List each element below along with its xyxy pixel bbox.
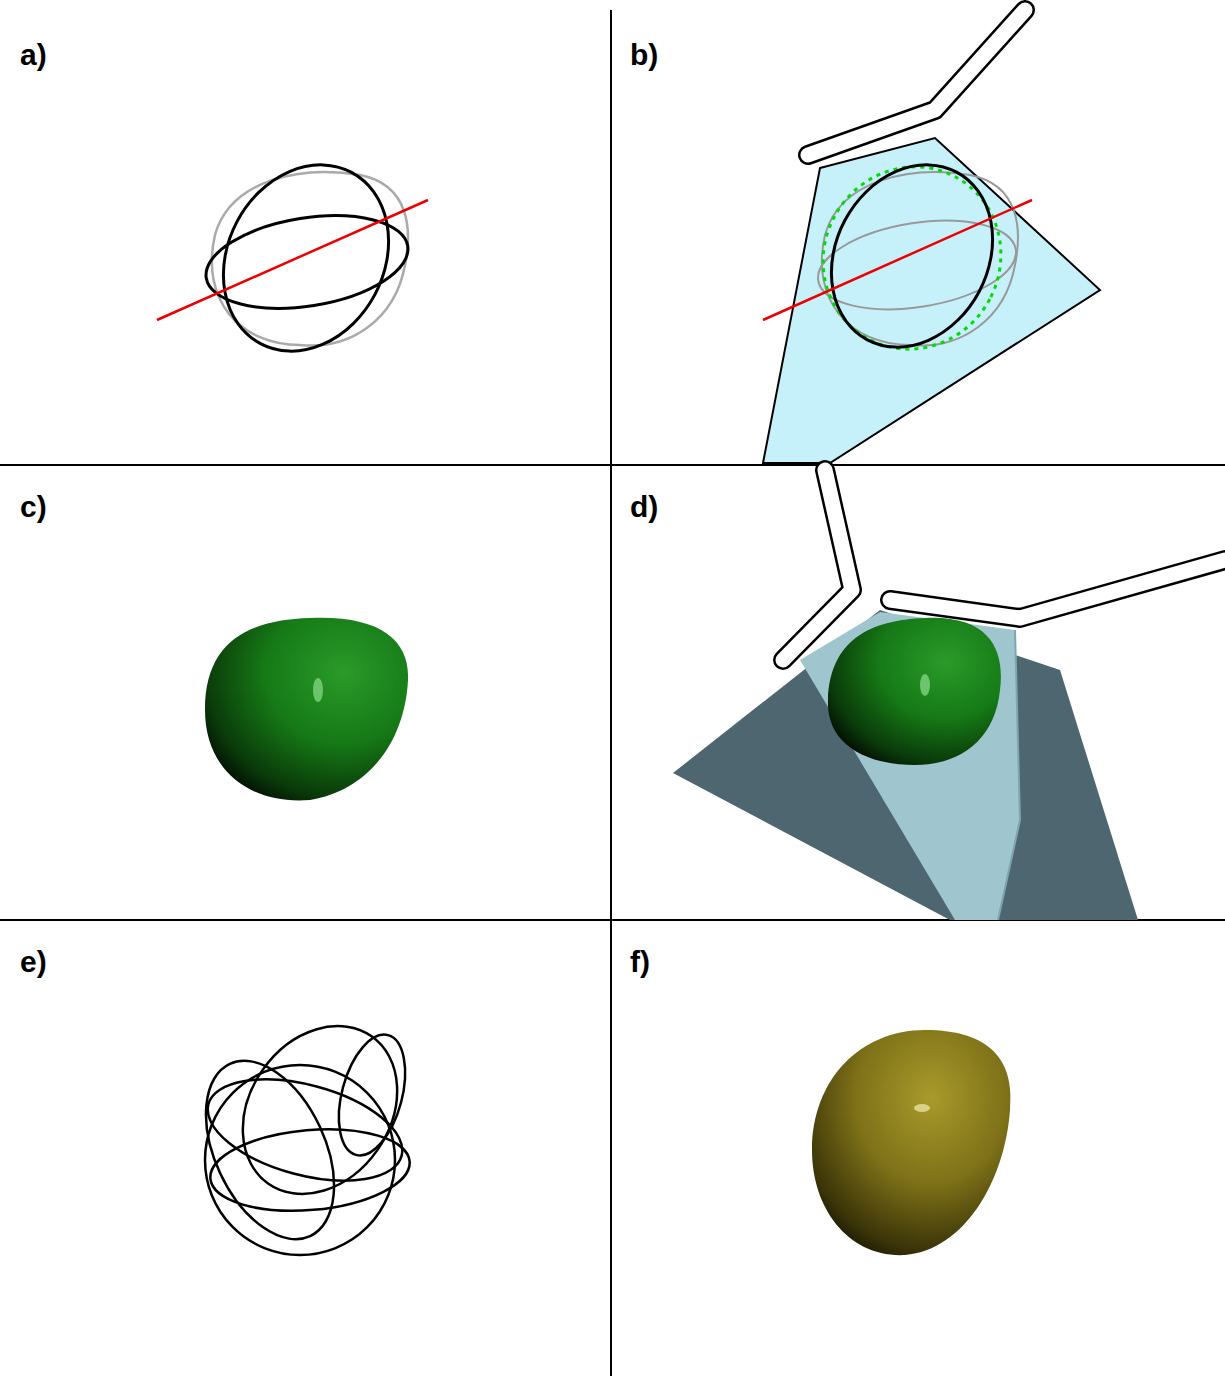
contour-sketch — [157, 136, 428, 381]
slicing-planes — [673, 470, 1225, 920]
panel-label: d) — [630, 492, 658, 522]
panel-label: a) — [20, 40, 47, 70]
divider — [0, 10, 1225, 1376]
panel-label: e) — [20, 947, 47, 977]
reconstructed-blob — [205, 618, 408, 801]
panel-label: c) — [20, 492, 47, 522]
cutting-plane-sketch — [763, 10, 1100, 463]
panel-label: f) — [630, 947, 650, 977]
contour-set — [180, 996, 429, 1259]
smoothed-blob — [812, 1030, 1011, 1255]
panel-label: b) — [630, 40, 658, 70]
